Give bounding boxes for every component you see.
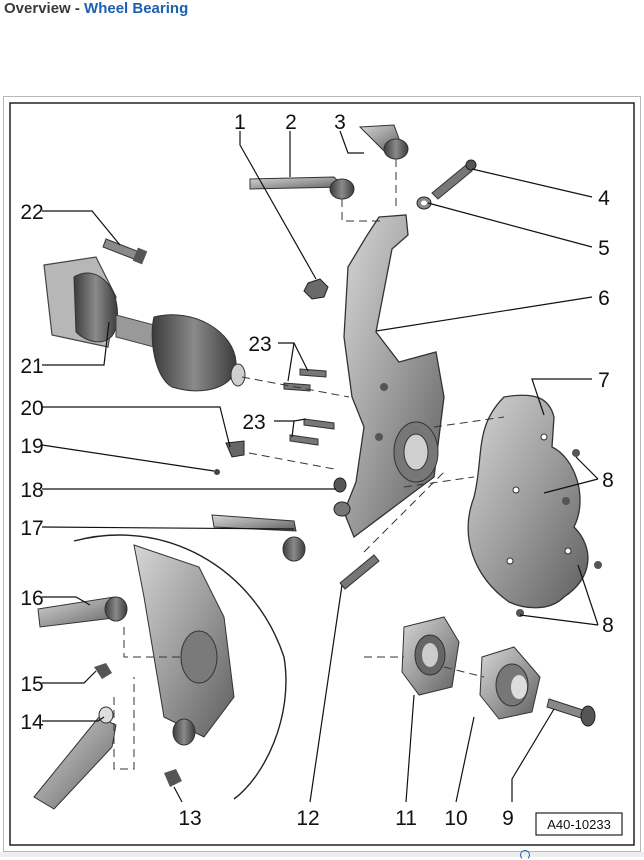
hub-bolt-part xyxy=(546,698,596,727)
washer-part xyxy=(416,196,432,210)
inner-border xyxy=(9,102,635,846)
label-6: 6 xyxy=(598,287,610,310)
label-16: 16 xyxy=(20,587,43,610)
drive-shaft-bolt-part xyxy=(102,238,148,265)
control-link-part xyxy=(211,514,306,562)
label-23-lower: 23 xyxy=(242,411,265,434)
exploded-diagram: 1 2 3 4 5 6 7 8 8 9 10 11 12 13 14 15 16… xyxy=(3,96,641,852)
bottom-bar xyxy=(0,852,644,857)
page-header: Overview - Wheel Bearing xyxy=(4,0,188,20)
label-2: 2 xyxy=(285,111,297,134)
reference-box xyxy=(535,812,623,836)
label-8-lower: 8 xyxy=(602,614,614,637)
label-11: 11 xyxy=(395,807,417,830)
label-4: 4 xyxy=(598,187,610,210)
label-23-upper: 23 xyxy=(248,333,271,356)
loading-indicator-icon xyxy=(520,850,530,860)
upper-ball-joint-part xyxy=(358,124,409,160)
bolts-23-part xyxy=(283,368,335,446)
label-17: 17 xyxy=(20,517,43,540)
label-15: 15 xyxy=(20,673,43,696)
label-7: 7 xyxy=(598,369,610,392)
bolt-part xyxy=(431,159,477,200)
header-prefix: Overview - xyxy=(4,0,85,17)
label-14: 14 xyxy=(20,711,44,734)
wheel-bearing-housing-part xyxy=(343,214,445,539)
label-20: 20 xyxy=(20,397,43,420)
wheel-bearing-part xyxy=(401,616,460,696)
splash-shield-part xyxy=(467,394,589,609)
small-parts xyxy=(214,440,351,517)
tie-rod-end-part xyxy=(249,176,355,200)
label-10: 10 xyxy=(444,807,467,830)
assembly-lines xyxy=(113,159,505,770)
label-18: 18 xyxy=(20,479,43,502)
label-1: 1 xyxy=(234,111,246,134)
label-9: 9 xyxy=(502,807,514,830)
label-13: 13 xyxy=(178,807,201,830)
label-21: 21 xyxy=(20,355,43,378)
label-8-upper: 8 xyxy=(602,469,614,492)
shield-bolts-part xyxy=(516,449,602,617)
diagram-svg: 1 2 3 4 5 6 7 8 8 9 10 11 12 13 14 15 16… xyxy=(9,102,635,846)
detail-inset xyxy=(33,534,287,810)
label-5: 5 xyxy=(598,237,610,260)
drive-shaft-part xyxy=(43,256,246,392)
label-3: 3 xyxy=(334,111,346,134)
reference-code: A40-10233 xyxy=(547,817,611,832)
label-12: 12 xyxy=(296,807,319,830)
lower-bolt-part xyxy=(339,554,380,590)
wheel-bearing-link[interactable]: Wheel Bearing xyxy=(84,0,189,17)
nut-part xyxy=(303,278,329,300)
label-19: 19 xyxy=(20,435,43,458)
leader-lines xyxy=(41,130,599,803)
wheel-hub-part xyxy=(479,646,541,720)
label-22: 22 xyxy=(20,201,43,224)
